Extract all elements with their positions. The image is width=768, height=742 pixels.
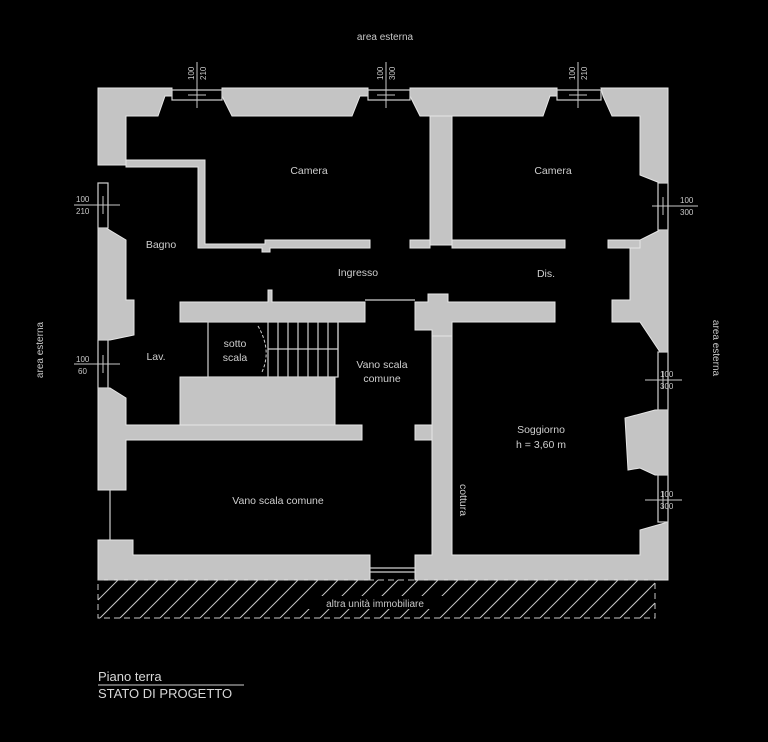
hatch-line <box>279 579 319 619</box>
hatch-line <box>119 579 159 619</box>
room-vano-scala-1: Vano scala <box>356 359 407 371</box>
hatch-line <box>619 582 656 619</box>
hatch-line <box>99 579 139 619</box>
caption-subtitle: STATO DI PROGETTO <box>98 686 232 701</box>
room-vano-scala-comune: Vano scala comune <box>232 495 324 507</box>
caption-title: Piano terra <box>98 669 162 684</box>
neighbour-unit-hatch <box>97 579 656 619</box>
hatch-line <box>97 579 119 601</box>
window-dimension-labels: 100 210 100 300 100 210 100 210 100 60 1… <box>76 66 694 511</box>
window-left-1-width: 100 <box>76 195 90 204</box>
hatch-line <box>579 579 619 619</box>
room-labels: Camera Camera Bagno Ingresso Dis. Lav. s… <box>146 165 572 516</box>
hatch-line <box>479 579 519 619</box>
room-soggiorno-height: h = 3,60 m <box>516 439 566 451</box>
interior-walls <box>125 159 641 441</box>
room-vano-scala-2: comune <box>363 373 401 385</box>
room-dis: Dis. <box>537 268 555 280</box>
room-sotto-scala-2: scala <box>223 352 248 364</box>
window-right-2-height: 300 <box>660 382 674 391</box>
window-top-3-width: 100 <box>568 66 577 80</box>
hatch-line <box>519 579 559 619</box>
label-area-esterna-left: area esterna <box>35 321 46 378</box>
room-cottura: cottura <box>457 484 469 516</box>
window-dimension-markers <box>74 62 698 509</box>
window-right-1-height: 300 <box>680 208 694 217</box>
window-right-3-width: 100 <box>660 490 674 499</box>
window-right-2-width: 100 <box>660 370 674 379</box>
hatch-line <box>159 579 199 619</box>
hatch-line <box>639 602 656 619</box>
hatch-line <box>599 579 639 619</box>
outer-walls <box>97 87 669 581</box>
staircase[interactable] <box>207 321 339 378</box>
window-right-1-width: 100 <box>680 196 694 205</box>
hatch-line <box>559 579 599 619</box>
hatch-line <box>499 579 539 619</box>
window-right-3-height: 300 <box>660 502 674 511</box>
window-top-3-height: 210 <box>580 66 589 80</box>
window-top-1-height: 210 <box>199 66 208 80</box>
label-area-esterna-right: area esterna <box>710 320 721 377</box>
hatch-line <box>199 579 239 619</box>
window-left-2-height: 60 <box>78 367 87 376</box>
window-left-2-width: 100 <box>76 355 90 364</box>
room-bagno: Bagno <box>146 239 177 251</box>
room-camera-left: Camera <box>290 165 328 177</box>
hatch-line <box>219 579 259 619</box>
room-lav: Lav. <box>146 351 165 363</box>
hatch-line <box>439 579 479 619</box>
label-altra-unita: altra unità immobiliare <box>326 599 424 610</box>
hatch-line <box>539 579 579 619</box>
window-top-2-width: 100 <box>376 66 385 80</box>
room-sotto-scala-1: sotto <box>224 338 247 350</box>
room-soggiorno: Soggiorno <box>517 424 565 436</box>
room-camera-right: Camera <box>534 165 572 177</box>
hatch-line <box>259 579 299 619</box>
hatch-line <box>179 579 219 619</box>
hatch-line <box>239 579 279 619</box>
room-ingresso: Ingresso <box>338 267 378 279</box>
label-area-esterna-top: area esterna <box>357 32 414 43</box>
window-top-2-height: 300 <box>388 66 397 80</box>
hatch-line <box>139 579 179 619</box>
window-left-1-height: 210 <box>76 207 90 216</box>
window-top-1-width: 100 <box>187 66 196 80</box>
caption: Piano terra STATO DI PROGETTO <box>98 669 244 701</box>
hatch-line <box>459 579 499 619</box>
